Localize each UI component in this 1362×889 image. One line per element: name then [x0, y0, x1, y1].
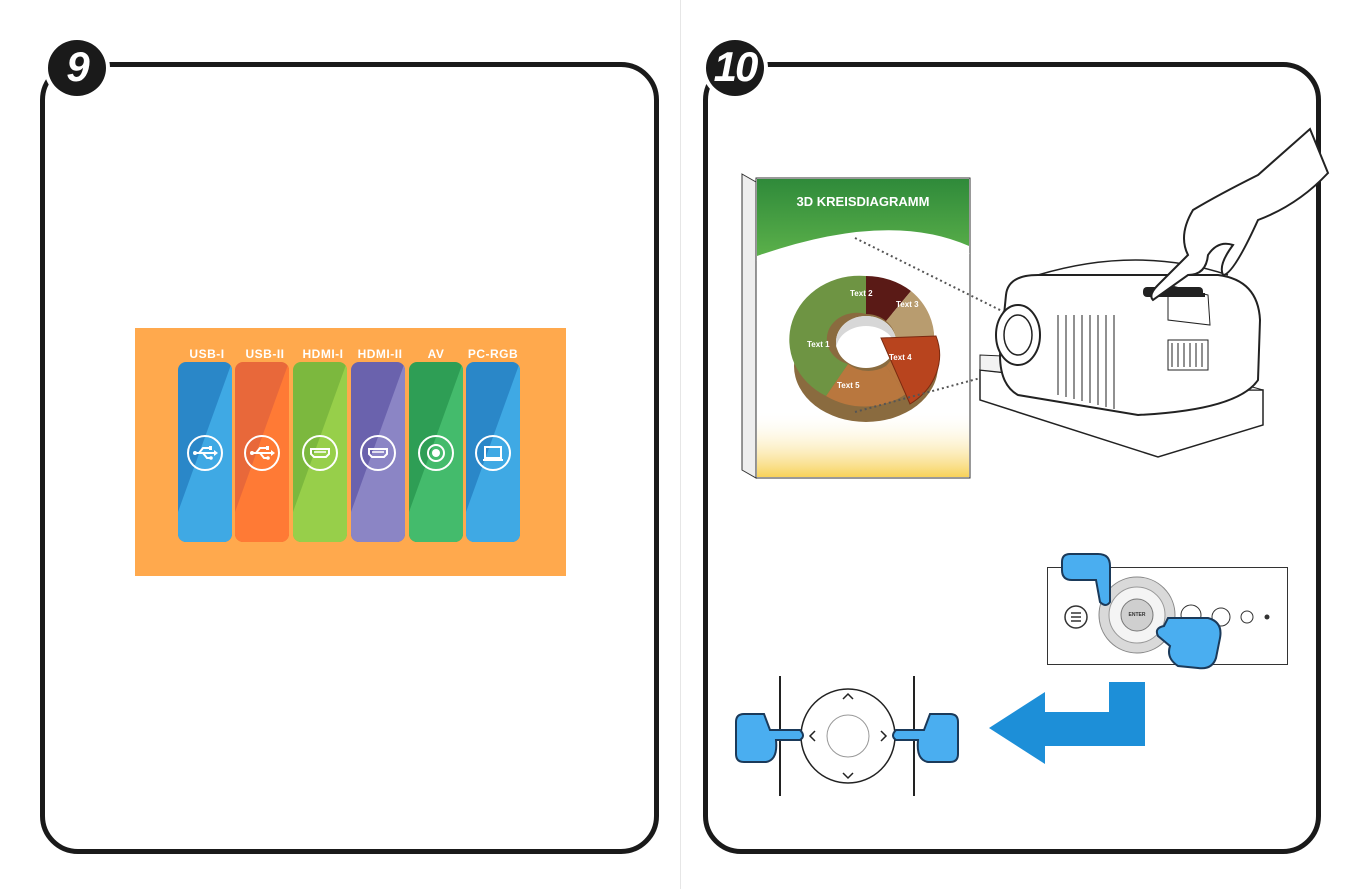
arrow-left-icon [985, 682, 1147, 766]
step-10-number: 10 [702, 42, 768, 92]
av-icon [418, 435, 454, 471]
step-9-badge: 9 [44, 36, 110, 100]
usb-icon [244, 435, 280, 471]
pointing-hands-icon [1058, 548, 1228, 674]
hdmi-icon [302, 435, 338, 471]
hdmi-icon [360, 435, 396, 471]
monitor-icon [475, 435, 511, 471]
step-9-number: 9 [44, 42, 110, 92]
input-source-panel: USB-I USB-II HDMI-I HDMI-II AV PC-RGB [135, 328, 566, 576]
port-label-pc-rgb: PC-RGB [458, 347, 528, 361]
port-tile-pc-rgb[interactable] [466, 362, 520, 542]
port-tile-usb-2[interactable] [235, 362, 289, 542]
port-tile-av[interactable] [409, 362, 463, 542]
slice-label-text-1: Text 1 [807, 340, 830, 349]
port-tile-usb-1[interactable] [178, 362, 232, 542]
screen-title: 3D KREISDIAGRAMM [738, 194, 988, 209]
port-tile-hdmi-1[interactable] [293, 362, 347, 542]
step-10-badge: 10 [702, 36, 768, 100]
usb-icon [187, 435, 223, 471]
direction-pad-illustration [730, 674, 966, 798]
page-divider [680, 0, 681, 889]
projector-illustration [978, 125, 1330, 460]
port-tile-hdmi-2[interactable] [351, 362, 405, 542]
